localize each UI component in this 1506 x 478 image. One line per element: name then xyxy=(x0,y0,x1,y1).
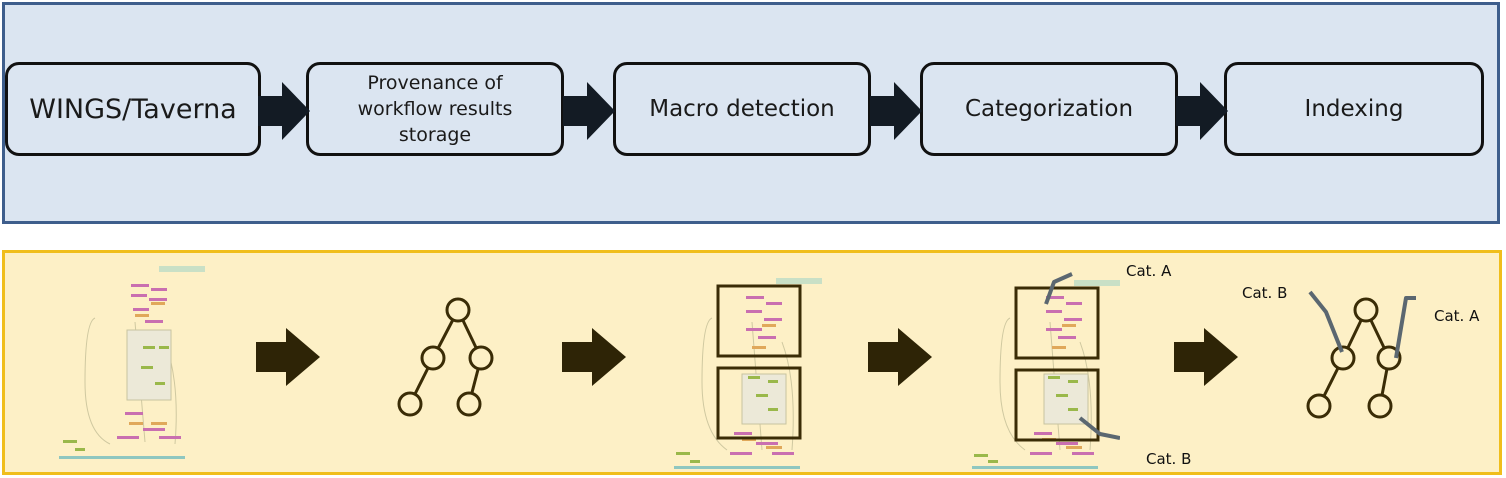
pipeline-arrow-1 xyxy=(258,82,310,140)
stage-label: WINGS/Taverna xyxy=(29,93,237,125)
stage-label-line: storage xyxy=(398,124,472,146)
workflow-graph-thumbnail xyxy=(972,272,1120,469)
pipeline-arrow-4 xyxy=(1176,82,1228,140)
illustration-arrow-1 xyxy=(256,328,320,386)
stage-label-line: Provenance of xyxy=(367,72,503,94)
workflow-graph-thumbnail xyxy=(674,278,822,469)
stage-label: Indexing xyxy=(1304,96,1404,122)
illustration-arrow-3 xyxy=(868,328,932,386)
cat-a-label: Cat. A xyxy=(1126,262,1172,280)
cat-b-label: Cat. B xyxy=(1242,284,1288,302)
illustration-arrow-2 xyxy=(562,328,626,386)
stage-provenance-storage: Provenance of workflow results storage xyxy=(306,62,564,156)
stage-categorization: Categorization xyxy=(920,62,1178,156)
pipeline-arrow-2 xyxy=(563,82,615,140)
stage-wings-taverna: WINGS/Taverna xyxy=(5,62,261,156)
cat-a-label: Cat. A xyxy=(1434,307,1480,325)
stage-label-line: workflow results xyxy=(357,98,513,120)
cat-b-label: Cat. B xyxy=(1146,450,1192,468)
illustration-arrow-4 xyxy=(1174,328,1238,386)
stage-indexing: Indexing xyxy=(1224,62,1484,156)
stage-label: Categorization xyxy=(964,96,1134,122)
pipeline-arrow-3 xyxy=(870,82,922,140)
stage-macro-detection: Macro detection xyxy=(613,62,871,156)
stage-label: Macro detection xyxy=(649,96,835,122)
categorized-tree-diagram xyxy=(1306,290,1416,419)
tree-diagram xyxy=(397,297,494,417)
workflow-graph-thumbnail xyxy=(59,266,205,459)
